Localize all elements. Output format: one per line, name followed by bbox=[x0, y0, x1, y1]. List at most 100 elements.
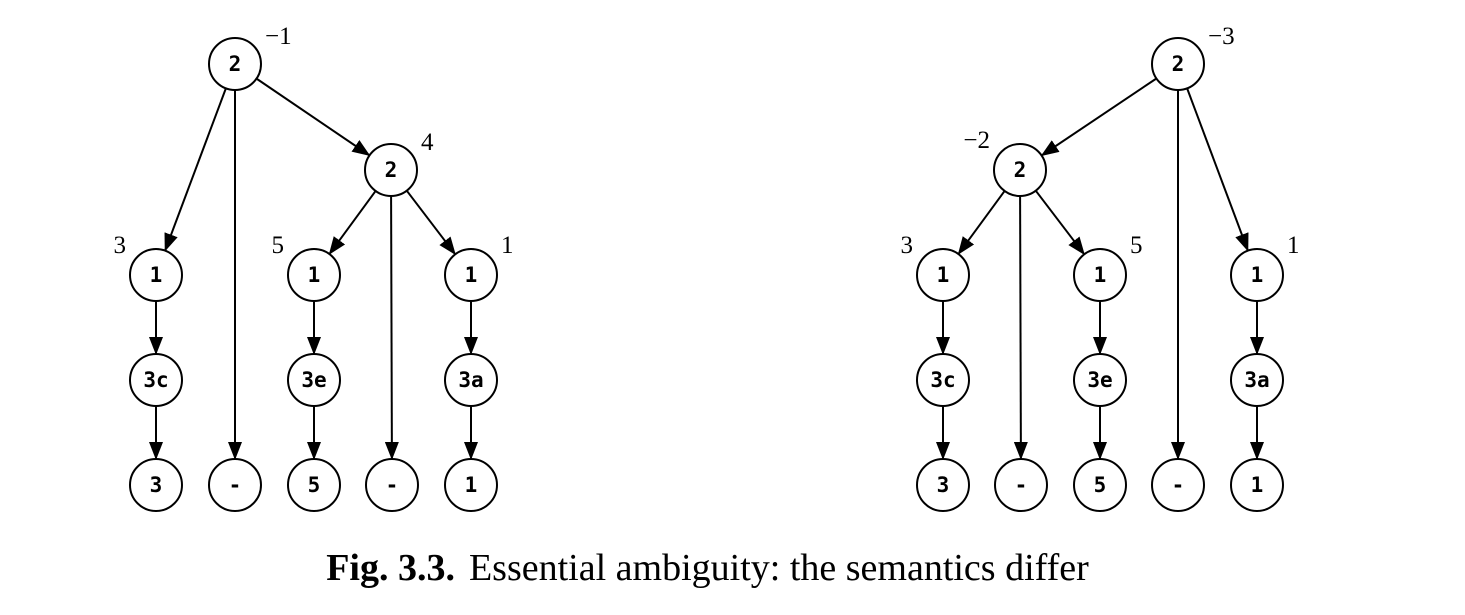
node-circle bbox=[916, 353, 970, 407]
node-circle bbox=[208, 37, 262, 91]
node-circle bbox=[1073, 248, 1127, 302]
node-circle bbox=[1230, 248, 1284, 302]
node-circle bbox=[364, 143, 418, 197]
tree-node: 2 −2 bbox=[963, 127, 1047, 197]
node-label: 2 bbox=[1172, 52, 1185, 76]
edge-root-to-inner bbox=[255, 77, 371, 157]
tree-node: 3e bbox=[1073, 353, 1127, 407]
figure-caption-text: Essential ambiguity: the semantics diffe… bbox=[468, 547, 1089, 589]
node-label: 2 bbox=[385, 158, 398, 182]
node-value-label: 4 bbox=[421, 129, 434, 156]
tree-node: 2 −1 bbox=[208, 23, 292, 91]
node-label: 1 bbox=[1251, 473, 1264, 497]
node-label: 3e bbox=[301, 368, 326, 392]
edge-root-to-inner bbox=[1040, 77, 1157, 157]
tree-node: 15 bbox=[272, 232, 341, 302]
tree-node: 3 bbox=[129, 458, 183, 512]
node-value-label: 1 bbox=[501, 232, 514, 259]
node-label: 2 bbox=[1014, 158, 1027, 182]
edge-inner-to-a1 bbox=[957, 190, 1006, 255]
node-label: - bbox=[386, 473, 399, 497]
node-label: 3c bbox=[930, 368, 955, 392]
node-circle bbox=[129, 458, 183, 512]
node-circle bbox=[129, 248, 183, 302]
tree-node: - bbox=[208, 458, 262, 512]
node-value-label: 3 bbox=[901, 232, 914, 259]
tree-node: 3c bbox=[129, 353, 183, 407]
node-circle bbox=[994, 458, 1048, 512]
node-circle bbox=[916, 458, 970, 512]
node-label: 2 bbox=[229, 52, 242, 76]
node-circle bbox=[444, 458, 498, 512]
figure-caption: Fig. 3.3. Essential ambiguity: the semant… bbox=[0, 546, 1415, 590]
node-circle bbox=[1230, 458, 1284, 512]
node-value-label: 5 bbox=[1130, 232, 1143, 259]
node-label: 1 bbox=[150, 263, 163, 287]
tree-node: 11 bbox=[1230, 232, 1300, 302]
node-label: 3c bbox=[143, 368, 168, 392]
node-value-label: −2 bbox=[963, 127, 990, 154]
tree-node: 15 bbox=[1073, 232, 1143, 302]
tree-node: 3a bbox=[1230, 353, 1284, 407]
node-label: 3a bbox=[1244, 368, 1269, 392]
tree-node: 3e bbox=[287, 353, 341, 407]
node-circle bbox=[287, 353, 341, 407]
tree-node: 5 bbox=[1073, 458, 1127, 512]
tree-node: 3 bbox=[916, 458, 970, 512]
tree-node: 11 bbox=[444, 232, 514, 302]
node-circle bbox=[129, 353, 183, 407]
node-value-label: 3 bbox=[114, 232, 127, 259]
node-label: 1 bbox=[1251, 263, 1264, 287]
tree-node: 13 bbox=[114, 232, 183, 302]
node-label: 1 bbox=[465, 263, 478, 287]
node-circle bbox=[1073, 353, 1127, 407]
node-label: 3e bbox=[1087, 368, 1112, 392]
node-value-label: −1 bbox=[265, 23, 292, 50]
node-label: 3 bbox=[937, 473, 950, 497]
node-circle bbox=[916, 248, 970, 302]
node-label: - bbox=[1015, 473, 1028, 497]
node-circle bbox=[208, 458, 262, 512]
node-label: 5 bbox=[1094, 473, 1107, 497]
tree-node: - bbox=[994, 458, 1048, 512]
node-label: 3 bbox=[150, 473, 163, 497]
tree-node: 2 −3 bbox=[1151, 23, 1235, 91]
node-circle bbox=[287, 248, 341, 302]
node-circle bbox=[1151, 458, 1205, 512]
tree-node: 1 bbox=[444, 458, 498, 512]
tree-node: 13 bbox=[901, 232, 970, 302]
node-value-label: 1 bbox=[1287, 232, 1300, 259]
tree-node: 1 bbox=[1230, 458, 1284, 512]
tree-node: 24 bbox=[364, 129, 434, 197]
node-value-label: −3 bbox=[1208, 23, 1235, 50]
edge-root-to-c1 bbox=[1186, 87, 1249, 252]
node-label: 1 bbox=[465, 473, 478, 497]
tree-node: 3c bbox=[916, 353, 970, 407]
node-label: 3a bbox=[458, 368, 483, 392]
node-label: 1 bbox=[1094, 263, 1107, 287]
figure-label: Fig. 3.3. bbox=[326, 547, 455, 589]
node-circle bbox=[287, 458, 341, 512]
tree-node: 3a bbox=[444, 353, 498, 407]
node-circle bbox=[993, 143, 1047, 197]
tree-node: - bbox=[1151, 458, 1205, 512]
edge-inner-to-c1 bbox=[405, 190, 457, 256]
node-circle bbox=[1151, 37, 1205, 91]
tree-node: - bbox=[365, 458, 419, 512]
edge-inner-to-d1 bbox=[1013, 195, 1028, 461]
node-circle bbox=[1230, 353, 1284, 407]
edge-inner-to-b1 bbox=[328, 190, 377, 255]
node-circle bbox=[365, 458, 419, 512]
edge-root-to-a1 bbox=[164, 87, 227, 252]
tree-node: 5 bbox=[287, 458, 341, 512]
node-circle bbox=[444, 353, 498, 407]
edge-inner-to-b1 bbox=[1034, 190, 1086, 256]
node-label: 1 bbox=[937, 263, 950, 287]
node-label: - bbox=[229, 473, 242, 497]
node-circle bbox=[1073, 458, 1127, 512]
node-label: - bbox=[1172, 473, 1185, 497]
node-label: 1 bbox=[308, 263, 321, 287]
